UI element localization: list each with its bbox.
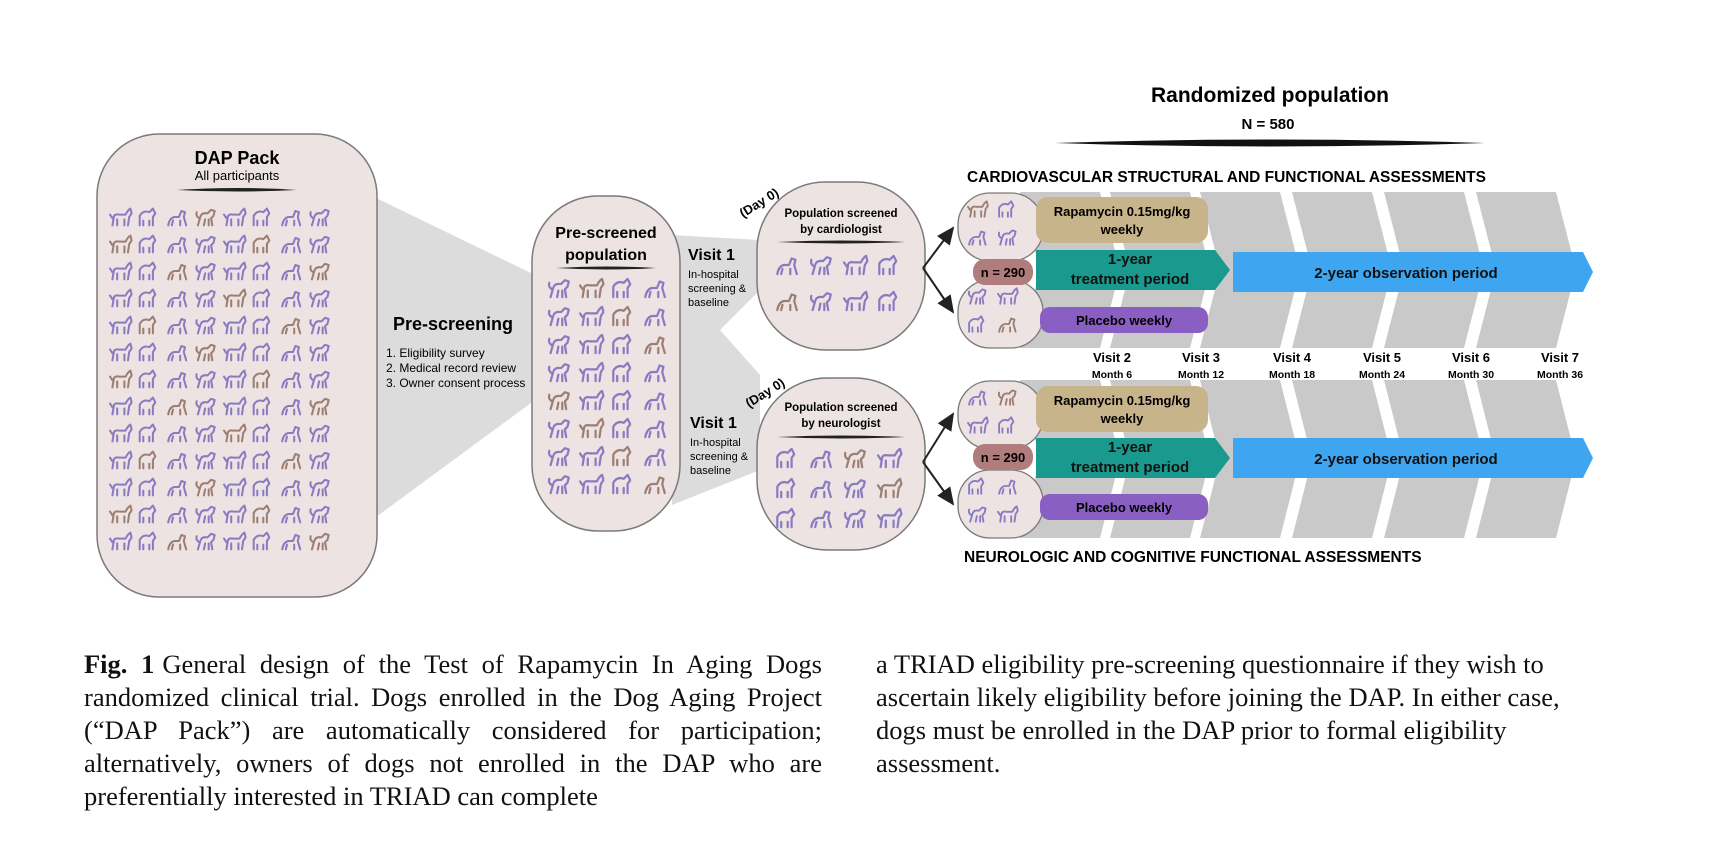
prescreened-group: Pre-screened population (531, 195, 681, 532)
top-rapamycin-line1: Rapamycin 0.15mg/kg (1054, 204, 1191, 219)
visit-month-label: Month 24 (1359, 369, 1405, 381)
neuro-screen-divider (777, 435, 905, 439)
neuro-screen-group: Population screened by neurologist (756, 377, 926, 551)
visit-label: Visit 6 (1452, 350, 1490, 365)
visit-label: Visit 5 (1363, 350, 1401, 365)
visit-month-label: Month 30 (1448, 369, 1494, 381)
visit-label: Visit 3 (1182, 350, 1220, 365)
visit-month-label: Month 6 (1092, 369, 1132, 381)
dap-pack-circle (96, 133, 378, 598)
bottom-rapamycin-box (1036, 386, 1208, 432)
bottom-arm: Rapamycin 0.15mg/kg weekly 1-year treatm… (957, 380, 1593, 539)
visit1-top-line3: baseline (688, 297, 729, 309)
bottom-rapamycin-line1: Rapamycin 0.15mg/kg (1054, 393, 1191, 408)
prescreened-title-line1: Pre-screened (555, 225, 656, 242)
visit-month-label: Month 12 (1178, 369, 1224, 381)
prescreened-title-line2: population (565, 247, 647, 264)
prescreened-circle (531, 195, 681, 532)
top-n-label: n = 290 (981, 265, 1025, 280)
figure-label: Fig. 1 (84, 649, 155, 679)
chevron-timeline (1020, 192, 1576, 538)
prescreening-step-2: 2. Medical record review (386, 361, 516, 375)
prescreening-step-3: 3. Owner consent process (386, 376, 525, 390)
top-observation-label: 2-year observation period (1314, 265, 1497, 282)
visit1-bottom-title: Visit 1 (690, 415, 737, 432)
randomization-arrows (922, 226, 955, 506)
top-rapamycin-line2: weekly (1100, 222, 1144, 237)
neuro-screen-line1: Population screened (784, 402, 897, 414)
trial-design-diagram: DAP Pack All participants Pre-screening … (96, 84, 1593, 598)
neuro-screen-line2: by neurologist (801, 418, 880, 430)
cardio-screen-group: Population screened by cardiologist (756, 181, 926, 351)
top-treatment-line2: treatment period (1071, 271, 1189, 288)
bottom-n-badge (973, 444, 1033, 470)
top-observation-arrow (1233, 252, 1593, 292)
bottom-rapa-dog-circle (957, 380, 1044, 450)
visit1-top-line1: In-hospital (688, 269, 739, 281)
caption-text-right: a TRIAD eligibility pre-screening questi… (876, 649, 1560, 778)
neuro-assessment-header: NEUROLOGIC AND COGNITIVE FUNCTIONAL ASSE… (964, 549, 1422, 566)
randomized-title: Randomized population (1151, 84, 1389, 107)
top-placebo-dog-circle (957, 279, 1044, 349)
randomized-divider (1055, 139, 1485, 147)
top-placebo-box (1040, 307, 1208, 333)
prescreened-divider (556, 266, 656, 270)
visit1-bottom-line2: screening & (690, 451, 749, 463)
randomized-header: Randomized population N = 580 CARDIOVASC… (964, 84, 1486, 566)
top-arm: Rapamycin 0.15mg/kg weekly 1-year treatm… (957, 192, 1593, 349)
funnel-visit1 (672, 235, 760, 505)
bottom-treatment-arrow (1036, 438, 1230, 478)
prescreening-step-1: 1. Eligibility survey (386, 346, 485, 360)
prescreening-title: Pre-screening (393, 314, 513, 334)
bottom-placebo-box (1040, 494, 1208, 520)
dap-pack-subtitle: All participants (195, 168, 280, 183)
visit1-bottom-line3: baseline (690, 465, 731, 477)
top-rapamycin-box (1036, 197, 1208, 243)
visit-label: Visit 7 (1541, 350, 1579, 365)
visit-month-label: Month 36 (1537, 369, 1583, 381)
top-treatment-line1: 1-year (1108, 251, 1152, 268)
bottom-rapamycin-line2: weekly (1100, 411, 1144, 426)
randomized-n: N = 580 (1242, 116, 1295, 133)
dap-pack-divider (177, 188, 297, 192)
bottom-n-label: n = 290 (981, 450, 1025, 465)
dap-pack-title: DAP Pack (195, 148, 281, 168)
visit1-bottom-line1: In-hospital (690, 437, 741, 449)
top-n-badge (973, 259, 1033, 285)
funnel-prescreening (372, 196, 535, 520)
cardio-screen-line1: Population screened (784, 208, 897, 220)
visit-labels: Visit 2 Month 6 Visit 3 Month 12 Visit 4 Mont… (1092, 350, 1583, 381)
visit-month-label: Month 18 (1269, 369, 1315, 381)
caption-text-left: General design of the Test of Rapamycin … (84, 649, 822, 811)
visit-label: Visit 2 (1093, 350, 1131, 365)
bottom-treatment-line1: 1-year (1108, 439, 1152, 456)
cardio-assessment-header: CARDIOVASCULAR STRUCTURAL AND FUNCTIONAL… (967, 169, 1486, 186)
top-rapa-dog-circle (957, 192, 1044, 262)
figure-caption-right: a TRIAD eligibility pre-screening questi… (876, 648, 1614, 798)
cardio-screen-divider (777, 240, 905, 244)
bottom-placebo-label: Placebo weekly (1076, 500, 1173, 515)
visit1-top-line2: screening & (688, 283, 747, 295)
top-treatment-arrow (1036, 250, 1230, 290)
visit-label: Visit 4 (1273, 350, 1312, 365)
visit1-top-title: Visit 1 (688, 247, 735, 264)
funnel-shapes (372, 196, 760, 520)
prescreening-group: Pre-screening 1. Eligibility survey 2. M… (386, 314, 525, 390)
bottom-observation-label: 2-year observation period (1314, 451, 1497, 468)
top-placebo-label: Placebo weekly (1076, 313, 1173, 328)
bottom-placebo-dog-circle (957, 469, 1044, 539)
cardio-screen-line2: by cardiologist (800, 224, 882, 236)
bottom-observation-arrow (1233, 438, 1593, 478)
dap-pack-group: DAP Pack All participants (96, 133, 378, 598)
bottom-treatment-line2: treatment period (1071, 459, 1189, 476)
